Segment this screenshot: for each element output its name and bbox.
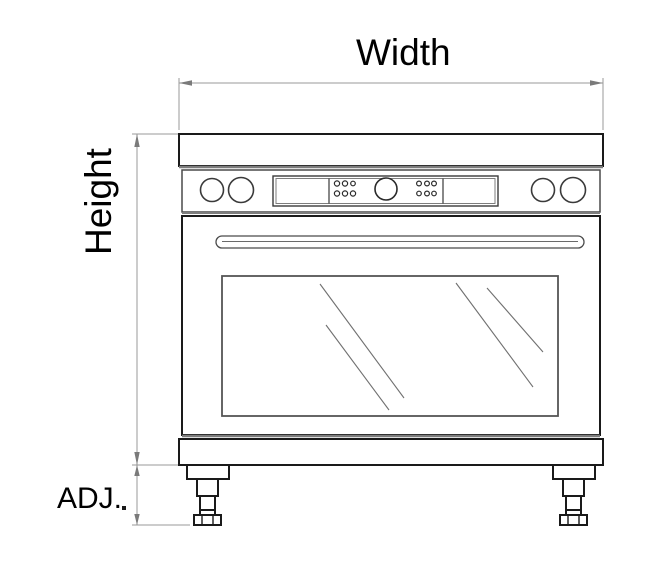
button-left-r2c3[interactable]: [349, 190, 357, 197]
door-glass-reflections: [319, 282, 544, 411]
lower-plinth: [178, 438, 604, 466]
glass-reflection-line-3: [455, 282, 534, 388]
width-arrow-left-icon: [179, 80, 192, 86]
leg-right-foot-base: [559, 514, 588, 526]
adj-tick-marker: [122, 506, 126, 510]
width-arrow-right-icon: [590, 80, 603, 86]
leg-right-upper-shaft: [562, 478, 585, 497]
burner-knob-right-1[interactable]: [530, 177, 556, 203]
button-left-r2c2[interactable]: [341, 190, 349, 197]
button-left-r1c2[interactable]: [341, 180, 349, 187]
door-handle[interactable]: [215, 235, 585, 249]
center-dial[interactable]: [374, 177, 398, 201]
adjustable-leg-right: [552, 464, 596, 526]
button-right-r1c1[interactable]: [416, 180, 423, 187]
height-arrow-top-icon: [134, 134, 140, 147]
button-left-r1c3[interactable]: [350, 180, 356, 187]
button-right-r1c3[interactable]: [431, 180, 438, 187]
door-glass-window: [221, 275, 559, 417]
appliance-body-group: [178, 133, 604, 526]
button-right-r2c2[interactable]: [424, 190, 431, 197]
cooktop-top-panel: [178, 133, 604, 167]
adj-arrow-bottom-icon: [134, 514, 140, 525]
height-arrow-bottom-icon: [134, 452, 140, 465]
button-right-r1c2[interactable]: [424, 180, 431, 187]
leg-right-lower-shaft: [565, 495, 582, 511]
burner-knob-left-2[interactable]: [227, 176, 255, 204]
button-right-r2c1[interactable]: [416, 190, 422, 197]
width-dimension-label: Width: [356, 32, 451, 73]
height-dimension-group: [132, 133, 188, 466]
button-cluster-left[interactable]: [333, 180, 357, 197]
height-dimension-label: Height: [78, 148, 119, 255]
adj-dimension-label: ADJ.: [57, 482, 123, 515]
glass-reflection-line-1: [319, 283, 405, 399]
adj-dimension-group: [122, 465, 190, 526]
burner-knob-left-1[interactable]: [199, 177, 225, 203]
leg-left-lower-shaft: [199, 495, 216, 511]
button-cluster-right[interactable]: [416, 180, 438, 197]
glass-reflection-line-4: [486, 287, 544, 353]
width-dimension-group: [178, 78, 604, 130]
button-left-r2c1[interactable]: [333, 190, 341, 197]
leg-right-mounting-bracket: [552, 464, 596, 480]
glass-reflection-line-2: [325, 324, 390, 411]
leg-left-mounting-bracket: [186, 464, 230, 480]
adjustable-leg-left: [186, 464, 230, 526]
leg-left-upper-shaft: [196, 478, 219, 497]
burner-knob-right-2[interactable]: [559, 176, 587, 204]
button-left-r1c1[interactable]: [333, 180, 341, 187]
leg-left-foot-base: [193, 514, 222, 526]
button-right-r2c3[interactable]: [431, 190, 437, 197]
adj-arrow-top-icon: [134, 465, 140, 476]
